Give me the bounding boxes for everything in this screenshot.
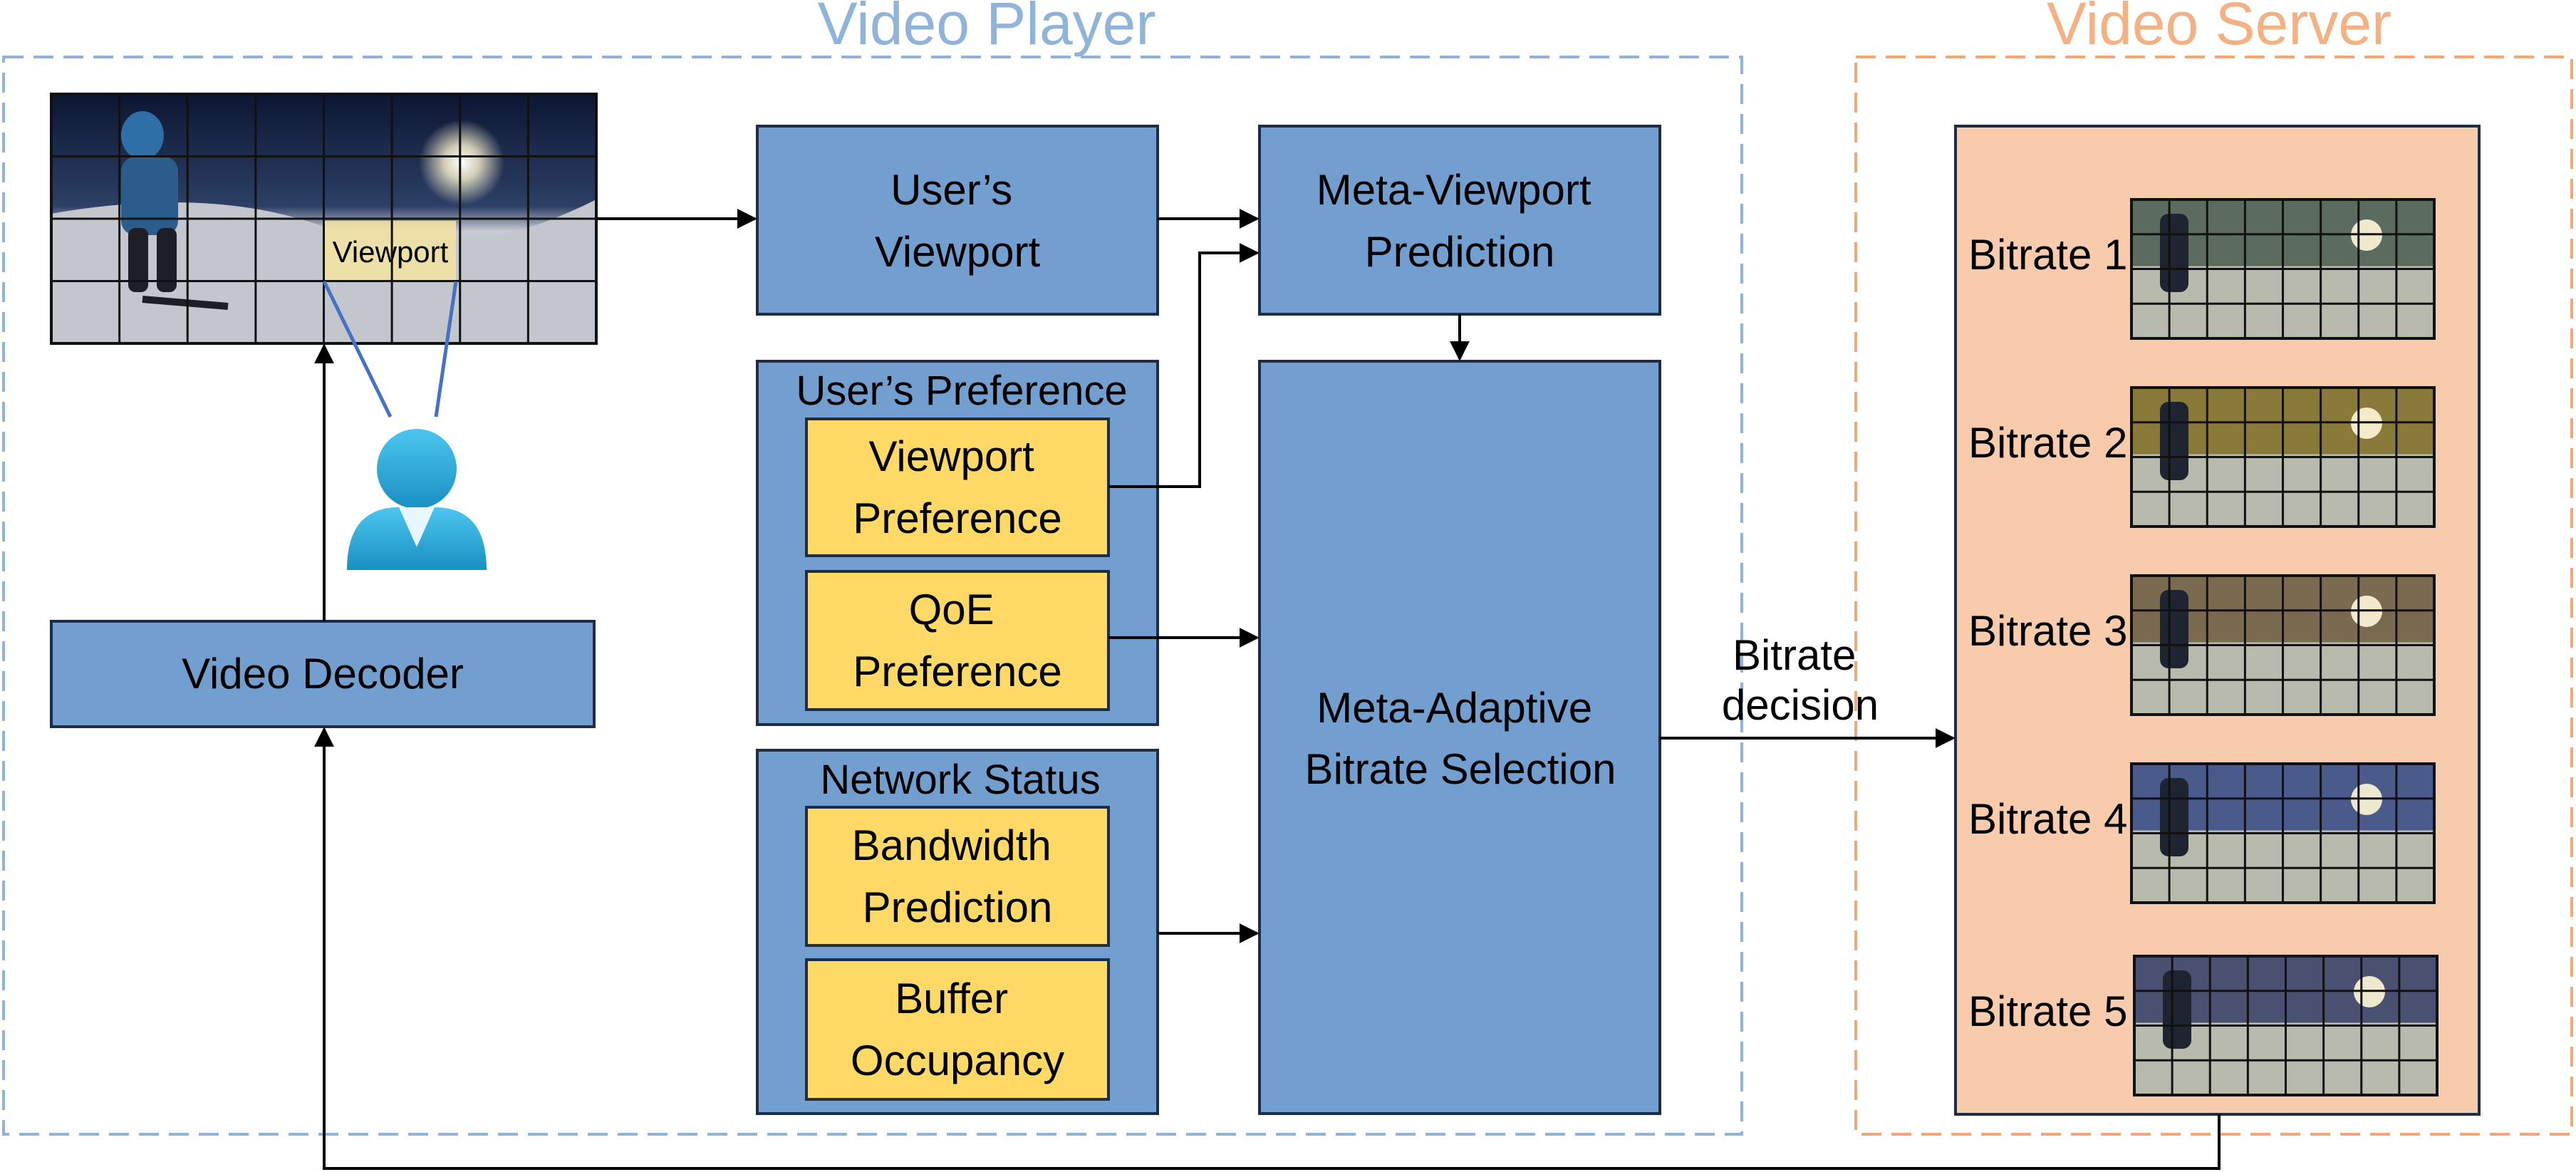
buffer-occupancy-box: Buffer Occupancy bbox=[805, 958, 1110, 1101]
bitrate-list: Bitrate 1 Bitrate 2 Bitrate 3 Bitrate 4 Bitr… bbox=[1968, 198, 2439, 1096]
viewport-label: Viewport bbox=[333, 235, 449, 269]
bitrate-thumbnail bbox=[2130, 198, 2436, 340]
bitrate-label: Bitrate 2 bbox=[1968, 419, 2127, 467]
bitrate-item: Bitrate 2 bbox=[1968, 386, 2436, 528]
bitrate-thumbnail bbox=[2130, 386, 2436, 528]
bitrate-label: Bitrate 1 bbox=[1968, 231, 2127, 279]
video-player-border bbox=[2, 56, 1743, 1136]
viewport-preference-label: Viewport Preference bbox=[853, 432, 1062, 542]
meta-adaptive-bitrate-box: Meta-Adaptive Bitrate Selection bbox=[1258, 360, 1661, 1115]
meta-viewport-prediction-box: Meta-Viewport Prediction bbox=[1258, 125, 1661, 316]
bandwidth-prediction-box: Bandwidth Prediction bbox=[805, 806, 1110, 947]
video-frame: Viewport bbox=[50, 93, 598, 345]
bitrate-thumbnail bbox=[2133, 955, 2439, 1096]
video-server-title: Video Server bbox=[2047, 0, 2391, 57]
bitrate-label: Bitrate 3 bbox=[1968, 607, 2127, 655]
meta-viewport-prediction-label: Meta-Viewport Prediction bbox=[1316, 166, 1603, 276]
bitrate-item: Bitrate 4 bbox=[1968, 762, 2436, 904]
qoe-preference-label: QoE Preference bbox=[853, 586, 1062, 695]
users-viewport-label: User’s Viewport bbox=[875, 166, 1041, 276]
users-preference-group: User’s Preference Viewport Preference Qo… bbox=[756, 360, 1159, 726]
video-player-group: Video Player bbox=[2, 0, 1743, 1136]
network-status-group: Network Status Bandwidth Prediction Buff… bbox=[756, 749, 1159, 1115]
users-viewport-box: User’s Viewport bbox=[756, 125, 1159, 316]
connectors bbox=[314, 209, 2221, 1170]
bitrate-thumbnail bbox=[2130, 574, 2436, 716]
video-decoder-label: Video Decoder bbox=[182, 650, 464, 698]
video-server-group: Video Server bbox=[1854, 0, 2573, 1136]
video-player-title: Video Player bbox=[818, 0, 1156, 57]
user-icon bbox=[347, 429, 487, 570]
buffer-occupancy-label: Buffer Occupancy bbox=[851, 975, 1064, 1084]
bitrate-thumbnail bbox=[2130, 762, 2436, 904]
viewport-preference-box: Viewport Preference bbox=[805, 418, 1110, 557]
qoe-preference-box: QoE Preference bbox=[805, 570, 1110, 711]
bitrate-item: Bitrate 5 bbox=[1968, 955, 2439, 1096]
viewport-highlight bbox=[324, 221, 456, 281]
users-preference-title: User’s Preference bbox=[796, 368, 1127, 414]
frame-tile-grid bbox=[51, 94, 596, 343]
network-status-title: Network Status bbox=[820, 757, 1100, 803]
arrow-server-to-decoder bbox=[314, 727, 2221, 1170]
bitrate-label: Bitrate 5 bbox=[1968, 987, 2127, 1035]
arrow-vppref-to-metaviewport bbox=[1108, 243, 1260, 488]
meta-adaptive-bitrate-label: Meta-Adaptive Bitrate Selection bbox=[1305, 684, 1616, 793]
bitrate-label: Bitrate 4 bbox=[1968, 795, 2127, 843]
bitrate-item: Bitrate 3 bbox=[1968, 574, 2436, 716]
video-decoder-box: Video Decoder bbox=[50, 620, 596, 728]
skier-figure bbox=[121, 111, 229, 310]
user-viewing-lines bbox=[322, 280, 458, 418]
bitrate-decision-label: Bitrate decision bbox=[1722, 631, 1879, 729]
bandwidth-prediction-label: Bandwidth Prediction bbox=[852, 821, 1064, 931]
bitrate-item: Bitrate 1 bbox=[1968, 198, 2436, 340]
